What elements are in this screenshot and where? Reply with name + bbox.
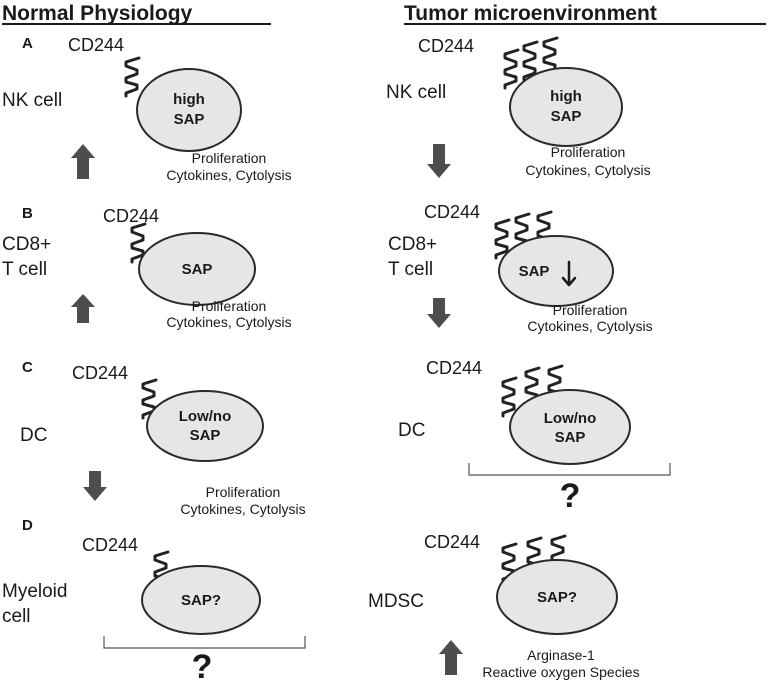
sap-label-unknown: SAP?	[181, 592, 221, 609]
cd244-receptor	[501, 376, 518, 418]
nk-cell	[509, 67, 623, 147]
cd244-label: CD244	[72, 363, 128, 383]
header-tumor-microenvironment: Tumor microenvironment	[404, 2, 657, 25]
row-d-tumor: CD244 MDSC SAP? Arginase-1 Reactive oxyg…	[368, 532, 640, 680]
cell-label-cd8-line1: CD8+	[388, 234, 437, 255]
cd8-t-cell	[498, 235, 614, 307]
sap-label: SAP	[555, 429, 586, 446]
sap-label: SAP	[190, 427, 221, 444]
arrow-down-icon	[427, 298, 451, 328]
effect-proliferation: Proliferation	[553, 302, 628, 318]
cell-label-nk: NK cell	[386, 82, 446, 103]
cd244-label: CD244	[103, 206, 159, 226]
cell-label-nk: NK cell	[2, 90, 62, 111]
cd244-label: CD244	[426, 358, 482, 378]
sap-level-low: Low/no	[544, 410, 597, 427]
row-d-normal: CD244 Myeloid cell SAP? ?	[2, 535, 306, 683]
sap-label: SAP	[182, 261, 213, 278]
cell-label-cd8-line1: CD8+	[2, 234, 51, 255]
unknown-outcome-question-mark: ?	[192, 648, 213, 683]
header-normal-physiology: Normal Physiology	[2, 2, 193, 25]
effect-cytokines-cytolysis: Cytokines, Cytolysis	[180, 501, 305, 517]
sap-label: SAP	[519, 263, 550, 280]
effect-cytokines-cytolysis: Cytokines, Cytolysis	[166, 167, 291, 183]
cell-label-cd8-line2: T cell	[2, 259, 47, 280]
cd244-receptor	[124, 56, 141, 98]
effect-arginase-1: Arginase-1	[527, 647, 595, 663]
row-a-normal: CD244 NK cell high SAP Proliferation Cyt…	[2, 35, 292, 183]
row-c-tumor: CD244 DC Low/no SAP ?	[398, 358, 671, 515]
mdsc-cell	[496, 559, 618, 635]
effect-proliferation: Proliferation	[206, 484, 281, 500]
cell-label-myeloid-line2: cell	[2, 606, 31, 627]
bracket	[103, 636, 306, 649]
effect-proliferation: Proliferation	[551, 144, 626, 160]
panel-label-b: B	[22, 205, 33, 222]
arrow-up-icon	[71, 294, 95, 323]
cell-label-cd8-line2: T cell	[388, 259, 433, 280]
row-a-tumor: CD244 NK cell high SAP Proliferation Cyt…	[386, 36, 651, 178]
sap-label: SAP	[551, 108, 582, 125]
panel-label-c: C	[22, 359, 33, 376]
cell-label-mdsc: MDSC	[368, 591, 424, 612]
sap-level-high: high	[173, 91, 205, 108]
sap-label-unknown: SAP?	[537, 589, 577, 606]
cell-label-dc: DC	[398, 420, 425, 441]
arrow-down-icon	[427, 144, 451, 178]
cell-label-dc: DC	[20, 425, 47, 446]
arrow-down-icon	[83, 471, 107, 501]
cd244-label: CD244	[418, 36, 474, 56]
cd244-label: CD244	[68, 35, 124, 55]
dendritic-cell	[146, 390, 264, 462]
myeloid-cell	[141, 565, 261, 635]
effect-cytokines-cytolysis: Cytokines, Cytolysis	[527, 318, 652, 334]
row-b-tumor: CD244 CD8+ T cell SAP Proliferation Cyto…	[388, 202, 653, 334]
bracket	[468, 463, 671, 476]
sap-decrease-arrow-icon	[561, 260, 577, 287]
effect-cytokines-cytolysis: Cytokines, Cytolysis	[525, 162, 650, 178]
unknown-outcome-question-mark: ?	[560, 477, 581, 515]
cell-label-myeloid-line1: Myeloid	[2, 581, 67, 602]
nk-cell	[136, 68, 242, 152]
cd244-label: CD244	[424, 202, 480, 222]
dendritic-cell	[509, 389, 631, 465]
cd244-label: CD244	[82, 535, 138, 555]
sap-label: SAP	[174, 111, 205, 128]
arrow-up-icon	[439, 640, 463, 675]
sap-level-low: Low/no	[179, 408, 232, 425]
cd244-label: CD244	[424, 532, 480, 552]
panel-label-d: D	[22, 517, 33, 534]
sap-level-high: high	[550, 88, 582, 105]
cd244-receptor	[503, 48, 520, 90]
effect-proliferation: Proliferation	[192, 150, 267, 166]
arrow-up-icon	[71, 144, 95, 179]
effect-cytokines-cytolysis: Cytokines, Cytolysis	[166, 314, 291, 330]
effect-reactive-oxygen-species: Reactive oxygen Species	[482, 664, 639, 680]
row-c-normal: CD244 DC Low/no SAP Proliferation Cytoki…	[20, 363, 306, 517]
effect-proliferation: Proliferation	[192, 298, 267, 314]
row-b-normal: CD244 CD8+ T cell SAP Proliferation Cyto…	[2, 206, 292, 330]
panel-label-a: A	[22, 35, 33, 52]
cd8-t-cell	[138, 232, 256, 306]
